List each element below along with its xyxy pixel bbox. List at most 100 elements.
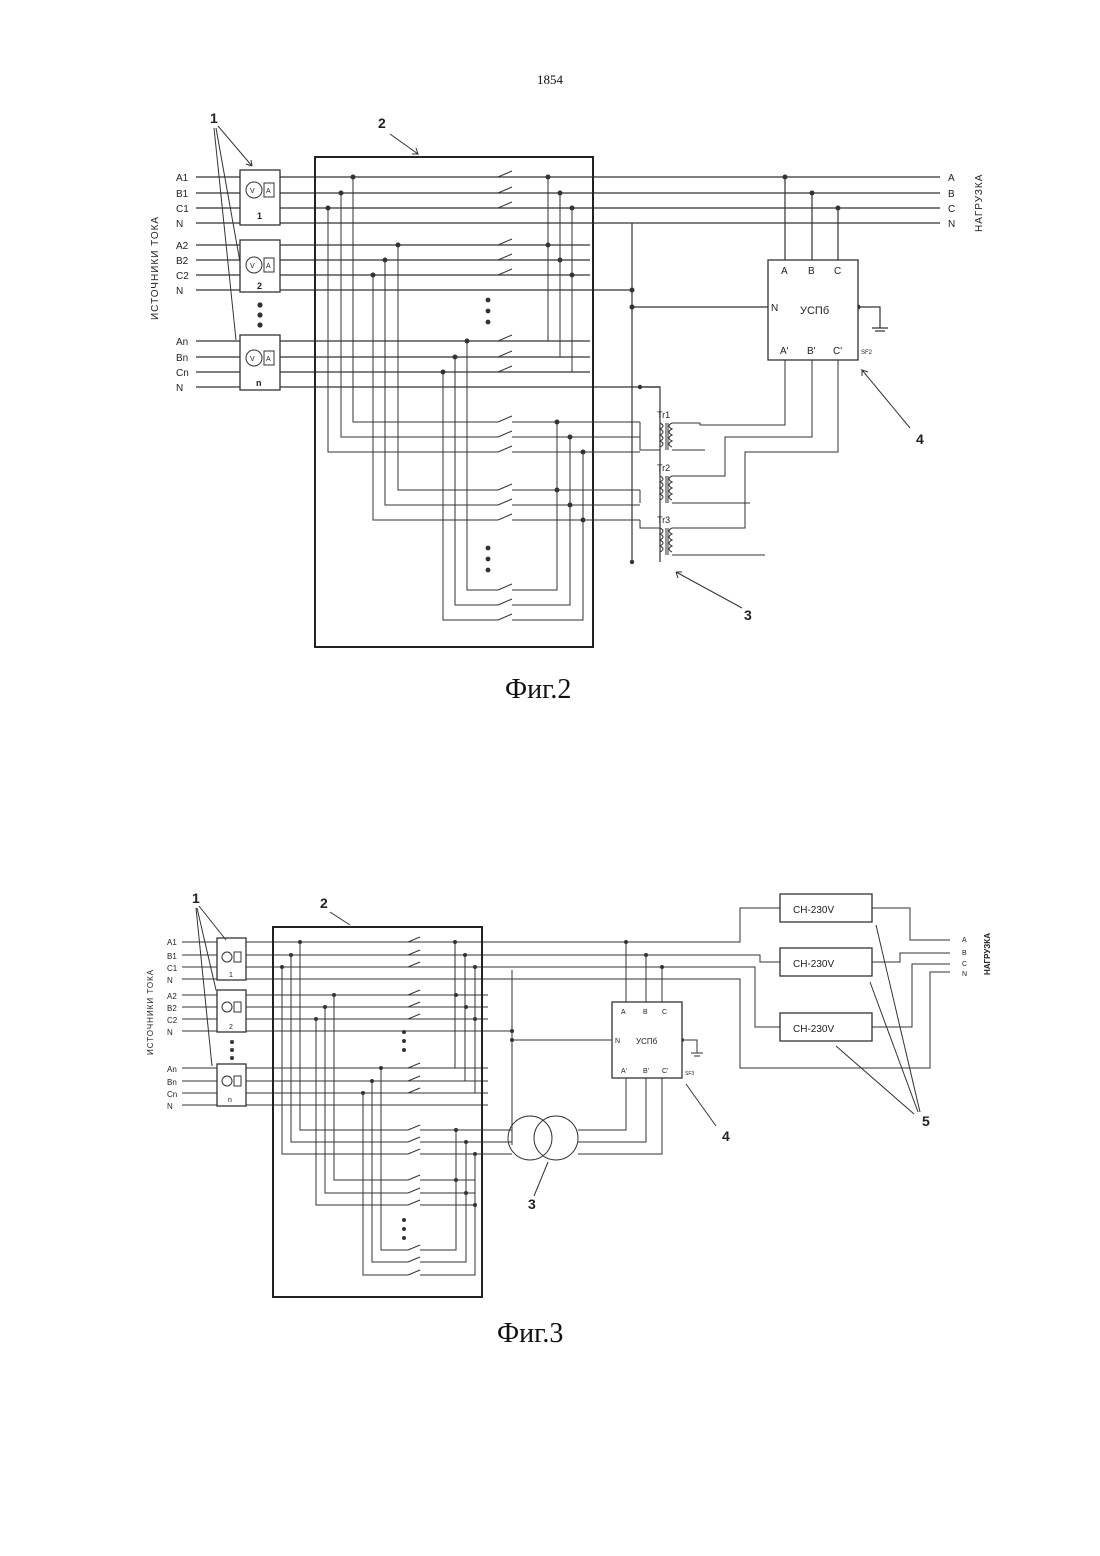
fig2-load-line-label: A <box>948 173 955 184</box>
fig3-line-label: C1 <box>167 964 178 973</box>
stabilizer-label: CH-230V <box>793 905 834 916</box>
usp-pin-label: A' <box>780 346 789 357</box>
fig3-meter-number: n <box>228 1097 232 1104</box>
fig2-diagram: ИСТОЧНИКИ ТОКА НАГРУЗКА A1 B1 C1 N A2 B2… <box>150 110 985 647</box>
fig2-line-label: A2 <box>176 241 189 252</box>
fig2-switch-contacts <box>498 171 512 620</box>
fig3-line-label: B1 <box>167 952 177 961</box>
fig3-line-labels: A1 B1 C1 N A2 B2 C2 N An Bn Cn N <box>167 938 178 1111</box>
fig3-load-line-label: A <box>962 937 967 944</box>
svg-text:V: V <box>250 356 255 363</box>
fig2-switch-block <box>315 157 593 647</box>
fig3-sources-label: ИСТОЧНИКИ ТОКА <box>146 969 155 1055</box>
usp-pin-label: C <box>834 266 841 277</box>
stabilizer-label: CH-230V <box>793 959 834 970</box>
callout-number: 4 <box>916 431 924 447</box>
fig2-line-label: C1 <box>176 204 189 215</box>
svg-text:A: A <box>266 263 271 270</box>
fig2-transformer-tr1: Tr1 <box>657 410 672 450</box>
usp-name: УСПб <box>636 1037 658 1046</box>
fig2-caption: Фиг.2 <box>505 674 571 706</box>
usp-pin-label: A' <box>621 1068 627 1075</box>
fig3-line-label: C2 <box>167 1016 178 1025</box>
usp-pin-label: B' <box>807 346 816 357</box>
fig2-load-line-label: B <box>948 189 955 200</box>
fig3-line-label: An <box>167 1065 177 1074</box>
svg-text:V: V <box>250 188 255 195</box>
fig2-line-label: Cn <box>176 368 189 379</box>
svg-text:V: V <box>250 263 255 270</box>
callout-number: 1 <box>210 110 218 126</box>
fig3-transformer <box>508 1078 662 1160</box>
fig2-transformer-tr3: Tr3 <box>657 515 672 555</box>
fig3-stabilizers: CH-230V CH-230V CH-230V <box>780 894 950 1041</box>
fig2-line-label: An <box>176 337 188 348</box>
fig3-line-label: B2 <box>167 1004 177 1013</box>
fig3-usp-block: A B C N УСПб A' B' C' SF3 <box>612 942 703 1078</box>
fig2-load-line-label: N <box>948 219 955 230</box>
usp-pin-label: C <box>662 1009 667 1016</box>
fig2-usp-block: A B C N УСПб A' B' C' SF2 <box>768 177 888 360</box>
usp-pin-label: B <box>808 266 815 277</box>
fig3-load-line-label: N <box>962 971 967 978</box>
fig3-load-line-label: C <box>962 961 967 968</box>
fig3-meter-2: 2 <box>217 990 246 1032</box>
fig3-meter-1: 1 <box>217 938 246 980</box>
callout-number: 3 <box>744 607 752 623</box>
callout-number: 2 <box>320 895 328 911</box>
fig3-stabilizer: CH-230V <box>780 1013 872 1041</box>
svg-text:A: A <box>266 188 271 195</box>
fig2-callouts: 1 2 3 4 <box>210 110 924 623</box>
callout-number: 1 <box>192 890 200 906</box>
fig2-transformers: Tr1 Tr2 Tr3 <box>640 360 838 555</box>
fig2-sources-label: ИСТОЧНИКИ ТОКА <box>150 216 161 320</box>
fig2-line-label: Bn <box>176 353 188 364</box>
fig2-load-line-labels: A B C N <box>948 173 955 230</box>
usp-name: УСПб <box>800 305 829 317</box>
fig3-switch-block <box>273 927 482 1297</box>
fig2-inner-ellipsis <box>486 298 491 573</box>
fig2-ellipsis-dots <box>257 302 262 327</box>
transformer-label: Tr2 <box>657 463 670 473</box>
usp-pin-label: C' <box>662 1068 668 1075</box>
fig2-meter-number: 1 <box>257 211 262 221</box>
usp-pin-label: A <box>621 1009 626 1016</box>
fig3-line-label: A1 <box>167 938 177 947</box>
fig2-line-label: B2 <box>176 256 189 267</box>
fig3-line-label: A2 <box>167 992 177 1001</box>
fig2-meter-number: n <box>256 378 262 388</box>
fig2-line-labels: A1 B1 C1 N A2 B2 C2 N An Bn Cn N <box>176 173 189 394</box>
fig3-load-line-label: B <box>962 950 967 957</box>
transformer-label: Tr1 <box>657 410 670 420</box>
fig2-neutral-bus <box>632 223 768 562</box>
fig3-line-label: N <box>167 1028 173 1037</box>
fig3-line-label: Cn <box>167 1090 177 1099</box>
fig2-line-label: N <box>176 219 183 230</box>
fig2-meter-number: 2 <box>257 281 262 291</box>
callout-number: 2 <box>378 115 386 131</box>
fig3-inner-ellipsis <box>402 1030 406 1240</box>
stabilizer-label: CH-230V <box>793 1024 834 1035</box>
fig2-meter-1: V A 1 <box>240 170 280 225</box>
fig3-ellipsis-dots <box>230 1040 234 1060</box>
fig3-line-label: N <box>167 1102 173 1111</box>
usp-pin-label: C' <box>833 346 842 357</box>
fig2-meter-2: V A 2 <box>240 240 280 292</box>
callout-number: 5 <box>922 1113 930 1129</box>
fig2-transformer-tr2: Tr2 <box>657 463 672 503</box>
fig3-line-label: N <box>167 976 173 985</box>
usp-tag: SF2 <box>861 350 873 356</box>
fig3-stabilizer: CH-230V <box>780 948 872 976</box>
fig3-vertical-taps <box>282 942 512 1275</box>
fig3-caption: Фиг.3 <box>497 1318 563 1350</box>
fig2-load-label: НАГРУЗКА <box>974 174 985 232</box>
fig3-load-line-labels: A B C N <box>962 937 967 978</box>
fig3-meter-number: 1 <box>229 972 233 979</box>
usp-pin-label: B' <box>643 1068 649 1075</box>
fig2-line-label: N <box>176 286 183 297</box>
fig2-line-label: N <box>176 383 183 394</box>
fig3-load-label: НАГРУЗКА <box>983 933 992 975</box>
svg-text:A: A <box>266 356 271 363</box>
fig3-meter-number: 2 <box>229 1024 233 1031</box>
fig3-stabilizer: CH-230V <box>780 894 872 922</box>
